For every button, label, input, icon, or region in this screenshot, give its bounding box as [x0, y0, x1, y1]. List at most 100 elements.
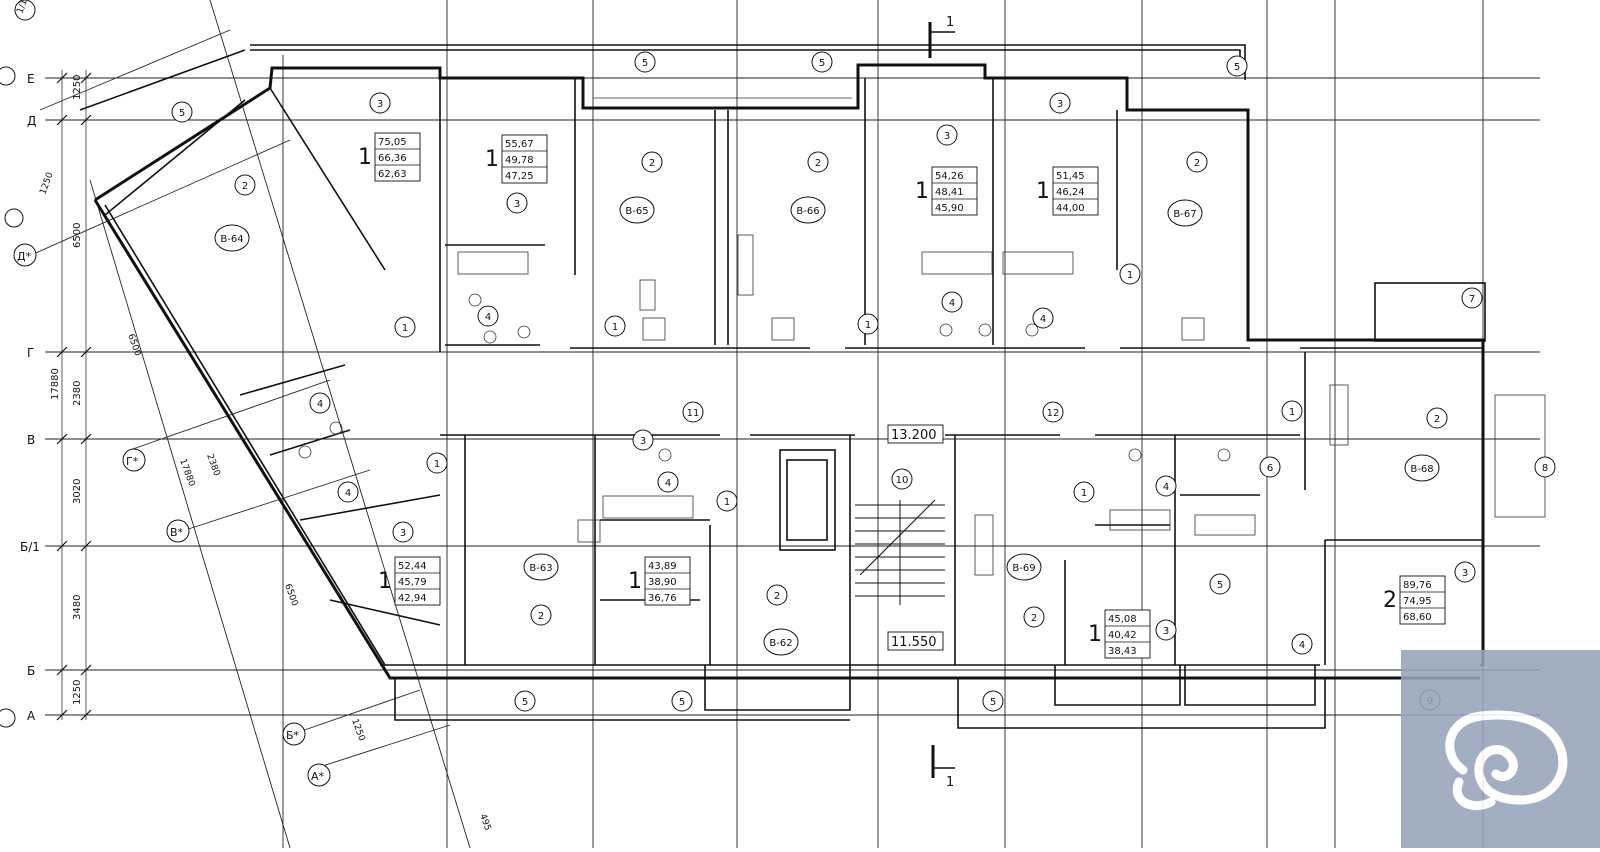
room-marker: 12 — [1042, 401, 1064, 423]
apartment-area: 45,08 — [1108, 614, 1137, 625]
room-marker: 1 — [394, 316, 416, 338]
axis-diag-G: Г* — [126, 455, 139, 468]
axis-diag-D: Д* — [17, 250, 32, 263]
room-number: 2 — [815, 158, 821, 169]
diag-dim-2380: 2380 — [204, 453, 221, 478]
room-number: 4 — [665, 478, 671, 489]
apartment-rooms: 1 — [358, 145, 372, 170]
diag-dim-1250-top: 1250 — [38, 171, 55, 196]
section-marks: 1 1 — [928, 15, 955, 790]
apartment-tags: 175,0566,3662,63155,6749,7847,25154,2648… — [358, 132, 1446, 659]
room-number: 5 — [522, 697, 528, 708]
apartment-area: 36,76 — [648, 593, 677, 604]
apartment-area: 45,90 — [935, 203, 964, 214]
room-number: 3 — [514, 199, 520, 210]
room-marker: 7 — [1461, 287, 1483, 309]
room-marker: 5 — [982, 690, 1004, 712]
section-mark-top: 1 — [946, 15, 954, 30]
dim-2380: 2380 — [72, 381, 83, 406]
room-marker: 1 — [1281, 400, 1303, 422]
room-marker: 1 — [857, 313, 879, 335]
room-number: 5 — [1234, 62, 1240, 73]
room-marker: 11 — [682, 401, 704, 423]
watermark-logo — [1401, 650, 1600, 848]
apartment-area: 51,45 — [1056, 171, 1085, 182]
apartment-rooms: 1 — [378, 569, 392, 594]
apartment-area: 48,41 — [935, 187, 964, 198]
dim-total: 17880 — [50, 368, 61, 400]
apartment-area: 43,89 — [648, 561, 677, 572]
room-marker: 2 — [530, 604, 552, 626]
room-number: 5 — [642, 58, 648, 69]
room-marker: 4 — [941, 291, 963, 313]
apartment-area: 46,24 — [1056, 187, 1085, 198]
room-marker: 4 — [657, 471, 679, 493]
dim-3480: 3480 — [72, 595, 83, 620]
room-number: 2 — [1031, 613, 1037, 624]
building-walls — [79, 44, 1546, 729]
diag-dim-17880: 17880 — [177, 458, 196, 489]
room-number: 5 — [819, 58, 825, 69]
room-number: 2 — [774, 591, 780, 602]
unit-marker: В-67 — [1167, 199, 1203, 227]
room-number: 11 — [687, 408, 700, 419]
room-number: 1 — [1127, 270, 1133, 281]
apartment-area: 45,79 — [398, 577, 427, 588]
room-number: 2 — [649, 158, 655, 169]
room-number: 8 — [1542, 463, 1548, 474]
room-number: 3 — [640, 436, 646, 447]
room-marker: 3 — [506, 192, 528, 214]
room-marker: 2 — [234, 174, 256, 196]
unit-marker: В-68 — [1404, 454, 1440, 482]
room-number: 4 — [345, 488, 351, 499]
room-marker: 2 — [1426, 407, 1448, 429]
room-marker: 10 — [891, 468, 913, 490]
level-labels: 13.200 11.550 — [887, 424, 944, 651]
unit-marker: В-66 — [790, 196, 826, 224]
room-number: 12 — [1047, 408, 1060, 419]
room-number: 2 — [538, 611, 544, 622]
diag-dim-1250: 1250 — [349, 718, 366, 743]
room-number: 4 — [1040, 314, 1046, 325]
axis-row-G: Г — [27, 346, 34, 360]
unit-marker: В-65 — [619, 196, 655, 224]
axis-row-E: Е — [27, 72, 35, 86]
room-marker: 1 — [604, 315, 626, 337]
room-marker: 1 — [426, 452, 448, 474]
room-number: 2 — [242, 181, 248, 192]
apartment-area: 68,60 — [1403, 612, 1432, 623]
room-marker: 1 — [716, 490, 738, 512]
dim-3020: 3020 — [72, 479, 83, 504]
apartment-rooms: 1 — [485, 147, 499, 172]
sanitary-fixtures — [298, 234, 1349, 576]
apartment-area: 89,76 — [1403, 580, 1432, 591]
room-number: 5 — [1217, 580, 1223, 591]
diag-dim-6500-b: 6500 — [282, 583, 299, 608]
unit-marker: В-62 — [763, 628, 799, 656]
apartment-area: 40,42 — [1108, 630, 1137, 641]
room-number: 3 — [1163, 626, 1169, 637]
room-number: 3 — [400, 528, 406, 539]
room-number: 1 — [865, 320, 871, 331]
axis-row-A: А — [27, 709, 36, 723]
room-marker: 4 — [309, 392, 331, 414]
apartment-area: 38,90 — [648, 577, 677, 588]
room-marker: 3 — [1049, 92, 1071, 114]
dim-1250-bottom: 1250 — [72, 680, 83, 705]
room-number: 3 — [1057, 99, 1063, 110]
unit-marker: В-69 — [1006, 553, 1042, 581]
room-number: 3 — [944, 131, 950, 142]
section-mark-bottom: 1 — [946, 775, 954, 790]
room-marker: 5 — [171, 101, 193, 123]
room-number: 4 — [949, 298, 955, 309]
room-marker: 3 — [392, 521, 414, 543]
axis-row-B: Б — [27, 664, 35, 678]
room-number: 2 — [1434, 414, 1440, 425]
apartment-area: 52,44 — [398, 561, 427, 572]
room-marker: 4 — [1155, 475, 1177, 497]
